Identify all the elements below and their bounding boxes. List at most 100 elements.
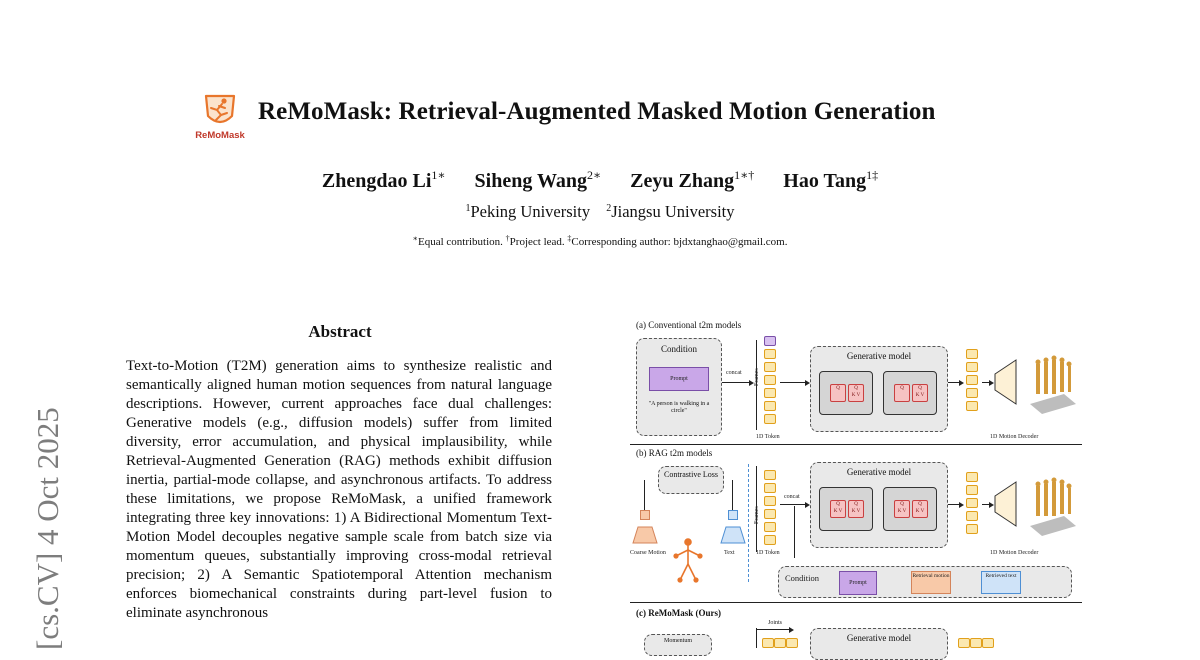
- text-embedding-icon: [728, 510, 738, 520]
- token: [970, 638, 982, 648]
- walking-motion-render-icon: [1030, 477, 1076, 536]
- arrow: [948, 379, 964, 386]
- project-lead-note: Project lead.: [509, 236, 565, 248]
- prompt-box: Prompt: [839, 571, 877, 595]
- generative-model-box: Generative model: [810, 628, 948, 660]
- coarse-motion-embedding-icon: [640, 510, 650, 520]
- token: [966, 401, 978, 411]
- affiliation-1: 1Peking University: [465, 202, 590, 221]
- query-token: Q K V: [830, 500, 846, 518]
- query-token: Q K V: [894, 500, 910, 518]
- abstract-body: Text-to-Motion (T2M) generation aims to …: [126, 358, 552, 621]
- token: [982, 638, 994, 648]
- arrow: [780, 501, 810, 508]
- query-token: Q: [894, 384, 910, 402]
- token: [966, 485, 978, 495]
- asterisk-mark: ∗: [412, 234, 418, 243]
- separator-line: [748, 464, 749, 582]
- concat-label: concat: [726, 370, 742, 376]
- dagger-mark: †: [505, 234, 510, 243]
- skeleton-icon: [673, 538, 703, 583]
- frames-label: Frames: [754, 506, 760, 524]
- q-label: Q: [900, 502, 904, 507]
- q-label: Q: [918, 502, 922, 507]
- generative-model-label: Generative model: [846, 351, 912, 361]
- q-label: Q: [918, 386, 922, 391]
- q-label: Q: [854, 502, 858, 507]
- decoder-label: 1D Motion Decoder: [990, 434, 1039, 440]
- token: [764, 362, 776, 372]
- panel-divider: [630, 602, 1082, 603]
- affiliation-name: Peking University: [470, 202, 591, 221]
- token: [764, 401, 776, 411]
- token: [958, 638, 970, 648]
- double-dagger-mark: ‡: [567, 234, 572, 243]
- author-4: Hao Tang1‡: [783, 168, 879, 192]
- joints-label: Joints: [768, 620, 783, 626]
- panel-divider: [630, 444, 1082, 445]
- condition-box: Condition Prompt "A person is walking in…: [636, 338, 722, 436]
- panel-b-label: (b) RAG t2m models: [636, 448, 713, 458]
- arrow: [948, 501, 964, 508]
- key-value-token: Q K V: [848, 500, 864, 518]
- equal-contribution-note: Equal contribution.: [417, 236, 503, 248]
- key-value-token: Q K V: [848, 384, 864, 402]
- author-name: Siheng Wang: [474, 170, 588, 192]
- kv-label: K V: [897, 509, 907, 514]
- paper-title: ReMoMask: Retrieval-Augmented Masked Mot…: [258, 98, 936, 125]
- affiliation-name: Jiangsu University: [611, 202, 735, 221]
- kv-label: K V: [851, 509, 861, 514]
- author-marks: 1‡: [866, 168, 879, 182]
- condition-label: Condition: [660, 344, 697, 354]
- frames-axis: [756, 628, 757, 648]
- q-label: Q: [836, 386, 840, 391]
- retrieved-motion-box: Retrieval motion: [911, 571, 951, 594]
- author-name: Zhengdao Li: [321, 170, 432, 192]
- affiliation-mark: 1: [465, 203, 471, 214]
- token: [764, 375, 776, 385]
- method-comparison-figure: (a) Conventional t2m models Condition Pr…: [622, 316, 1082, 660]
- author-list: Zhengdao Li1∗ Siheng Wang2∗ Zeyu Zhang1∗…: [0, 168, 1200, 193]
- author-name: Hao Tang: [783, 170, 867, 192]
- abstract-heading: Abstract: [308, 322, 372, 341]
- token: [762, 638, 774, 648]
- affiliation-mark: 2: [606, 203, 612, 214]
- decoder-trapezoid-icon: [994, 359, 1017, 405]
- panel-a-label: (a) Conventional t2m models: [636, 320, 742, 330]
- title-row: ReMoMask ReMoMask: Retrieval-Augmented M…: [0, 88, 1200, 148]
- id-token-label: 1D Token: [756, 434, 780, 440]
- kv-label: K V: [833, 509, 843, 514]
- author-2: Siheng Wang2∗: [474, 168, 602, 192]
- q-label: Q: [836, 502, 840, 507]
- token: [764, 483, 776, 493]
- token: [764, 470, 776, 480]
- kv-label: K V: [851, 393, 861, 398]
- token: [764, 414, 776, 424]
- arrow: [982, 379, 994, 386]
- attention-block: Q K V Q K V: [819, 487, 873, 531]
- token: [764, 522, 776, 532]
- attention-block: Q Q K V: [819, 371, 873, 415]
- token: [764, 349, 776, 359]
- token: [966, 362, 978, 372]
- condition-row-box: Condition Prompt Retrieval motion Retrie…: [778, 566, 1072, 598]
- running-figure-icon: [204, 94, 236, 124]
- decoder-label: 1D Motion Decoder: [990, 550, 1039, 556]
- token: [966, 472, 978, 482]
- q-label: Q: [854, 386, 858, 391]
- token: [966, 498, 978, 508]
- corresponding-author-note: Corresponding author: bjdxtanghao@gmail.…: [571, 236, 788, 248]
- retrieved-text-box: Retrieved text: [981, 571, 1021, 594]
- token: [764, 496, 776, 506]
- arrow: [722, 379, 754, 386]
- contrastive-loss-label: Contrastive Loss: [664, 470, 718, 479]
- author-name: Zeyu Zhang: [630, 170, 735, 192]
- text-encoder-icon: [720, 526, 746, 544]
- author-marks: 1∗: [431, 168, 446, 182]
- example-prompt-text: "A person is walking in a circle": [648, 401, 710, 414]
- connector-line: [644, 480, 645, 510]
